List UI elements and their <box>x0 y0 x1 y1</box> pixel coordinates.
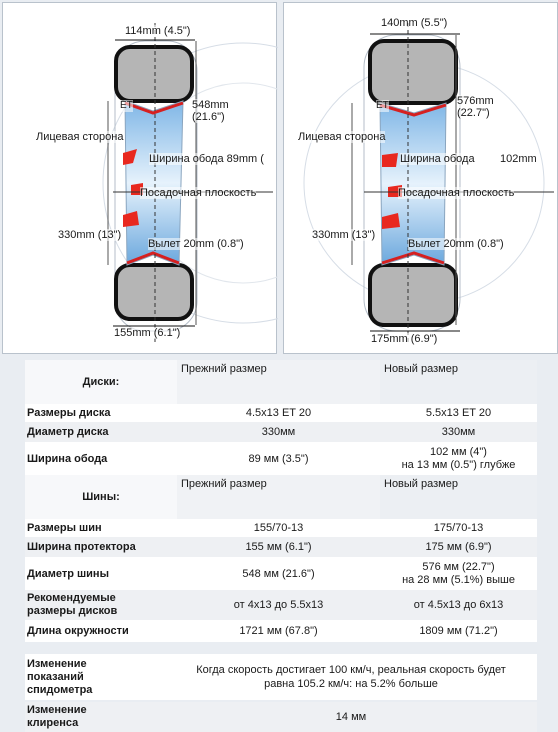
table-row: Ширина протектора 155 мм (6.1") 175 мм (… <box>25 537 537 557</box>
tire-cross-section-right <box>303 23 554 343</box>
row-new-value: 576 мм (22.7") на 28 мм (5.1%) выше <box>402 560 515 586</box>
row-old-value: 330мм <box>261 426 296 438</box>
row-label: Размеры шин <box>27 522 102 534</box>
table-row: Длина окружности 1721 мм (67.8") 1809 мм… <box>25 620 537 642</box>
row-old-value: от 4x13 до 5.5x13 <box>233 599 324 611</box>
face-side-label: Лицевая сторона <box>298 131 386 143</box>
table-row: Ширина обода 89 мм (3.5") 102 мм (4") на… <box>25 442 537 475</box>
row-new-value: 102 мм (4") на 13 мм (0.5") глубже <box>401 445 516 471</box>
row-label: Длина окружности <box>27 625 129 637</box>
row-new-value: 175 мм (6.9") <box>425 540 492 553</box>
row-new-value: от 4.5x13 до 6x13 <box>413 598 504 611</box>
row-label: Диаметр шины <box>27 567 109 580</box>
row-label: Ширина протектора <box>27 541 136 553</box>
mounting-plane-label: Посадочная плоскость <box>398 187 515 199</box>
top-width-label: 140mm (5.5") <box>381 17 448 29</box>
col-old-header: Прежний размер <box>177 360 380 404</box>
rim-width-label: Ширина обода <box>400 153 475 165</box>
offset-label: Вылет 20mm (0.8") <box>408 238 504 250</box>
note-row: Изменение показаний спидометра Когда ско… <box>25 654 537 700</box>
note-text: 14 мм <box>335 711 367 723</box>
row-old-value: 4.5x13 ET 20 <box>245 407 312 419</box>
row-new-value: 1809 мм (71.2") <box>419 624 498 637</box>
col-old-header: Прежний размер <box>177 475 380 519</box>
et-label: ET <box>376 100 389 112</box>
table-row: Рекомендуемые размеры дисков от 4x13 до … <box>25 590 537 620</box>
table-row: Размеры шин 155/70-13 175/70-13 <box>25 519 537 537</box>
col-new-header: Новый размер <box>380 475 537 519</box>
notes-table: Изменение показаний спидометра Когда ско… <box>25 654 537 732</box>
note-row: Изменение клиренса 14 мм <box>25 702 537 732</box>
table-row: Размеры диска 4.5x13 ET 20 5.5x13 ET 20 <box>25 404 537 422</box>
tire-cross-section-left <box>102 23 278 343</box>
row-new-value: 5.5x13 ET 20 <box>425 406 492 419</box>
row-new-value: 330мм <box>441 425 476 438</box>
row-old-value: 155/70-13 <box>253 522 304 534</box>
offset-label: Вылет 20mm (0.8") <box>148 238 244 250</box>
tires-header-row: Шины: Прежний размер Новый размер <box>25 475 537 519</box>
col-new-header: Новый размер <box>380 360 537 404</box>
rim-width-label: Ширина обода 89mm ( <box>149 153 264 165</box>
mounting-plane-label: Посадочная плоскость <box>140 187 257 199</box>
diameter-label: 576mm (22.7") <box>457 95 494 119</box>
top-width-label: 114mm (4.5") <box>125 25 191 37</box>
note-text: Когда скорость достигает 100 км/ч, реаль… <box>196 664 506 690</box>
row-old-value: 89 мм (3.5") <box>248 452 309 465</box>
row-label: Ширина обода <box>27 452 108 465</box>
et-label: ET <box>120 100 133 112</box>
row-old-value: 155 мм (6.1") <box>245 541 312 553</box>
tires-table: Шины: Прежний размер Новый размер Размер… <box>25 475 537 642</box>
row-old-value: 1721 мм (67.8") <box>239 625 318 637</box>
row-label: Диаметр диска <box>27 426 109 438</box>
diagram-left-panel: 114mm (4.5") 548mm (21.6") ET Лицевая ст… <box>2 2 278 354</box>
discs-header-row: Диски: Прежний размер Новый размер <box>25 360 537 404</box>
rim-diameter-label: 330mm (13") <box>58 229 122 241</box>
rim-width-value: 102mm <box>500 153 537 165</box>
bottom-width-label: 175mm (6.9") <box>371 333 438 345</box>
note-label: Изменение показаний спидометра <box>27 657 93 696</box>
face-side-label: Лицевая сторона <box>36 131 124 143</box>
discs-table: Диски: Прежний размер Новый размер Разме… <box>25 360 537 475</box>
diameter-label: 548mm (21.6") <box>192 99 229 123</box>
rim-diameter-label: 330mm (13") <box>312 229 376 241</box>
discs-header: Диски: <box>82 376 120 388</box>
table-row: Диаметр шины 548 мм (21.6") 576 мм (22.7… <box>25 557 537 590</box>
diagram-right-panel: 140mm (5.5") 576mm (22.7") ET Лицевая ст… <box>283 2 558 354</box>
row-new-value: 175/70-13 <box>433 521 484 534</box>
tires-header: Шины: <box>82 491 120 503</box>
table-row: Диаметр диска 330мм 330мм <box>25 422 537 442</box>
row-label: Размеры диска <box>27 407 111 419</box>
row-label: Рекомендуемые размеры дисков <box>27 592 118 617</box>
bottom-width-label: 155mm (6.1") <box>114 327 181 339</box>
row-old-value: 548 мм (21.6") <box>242 567 315 580</box>
note-label: Изменение клиренса <box>27 704 87 729</box>
